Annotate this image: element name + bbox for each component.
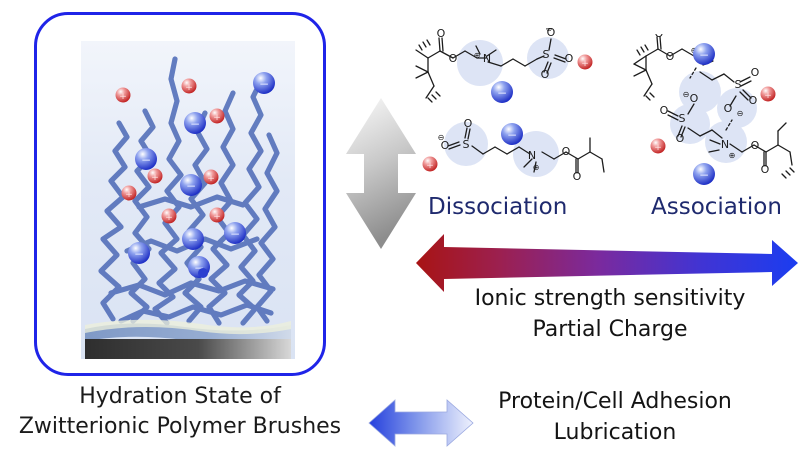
svg-text:⊕: ⊕ [533, 163, 540, 172]
svg-text:O: O [449, 52, 458, 65]
svg-text:O: O [666, 50, 675, 63]
application-line-2: Lubrication [553, 420, 677, 446]
svg-text:O: O [565, 52, 574, 65]
svg-text:−: − [186, 179, 196, 193]
horizontal-double-arrow-icon [367, 398, 475, 452]
svg-text:O: O [676, 132, 685, 145]
svg-text:O: O [441, 139, 450, 152]
property-line-1: Ionic strength sensitivity [474, 286, 746, 311]
svg-text:⊖: ⊖ [546, 28, 553, 33]
svg-text:O: O [541, 68, 550, 81]
svg-text:O: O [437, 28, 446, 40]
svg-text:N: N [528, 149, 536, 162]
svg-text:N: N [721, 138, 729, 151]
svg-text:+: + [654, 143, 662, 153]
svg-text:O: O [547, 28, 556, 39]
svg-text:O: O [690, 92, 699, 105]
svg-text:−: − [194, 261, 204, 275]
svg-text:⊕: ⊕ [729, 151, 736, 160]
vertical-double-arrow-icon [336, 96, 426, 255]
svg-text:S: S [679, 112, 686, 125]
ionic-strength-gradient-arrow-icon [414, 232, 800, 298]
svg-text:⊖: ⊖ [438, 133, 445, 142]
svg-text:+: + [426, 161, 434, 171]
molecule-dissociation-diagram: O O N S O O O ⊕ ⊖ − + [408, 24, 608, 197]
polymer-brush-svg: − − − − − − − − + + + + + + + + [81, 41, 295, 359]
svg-text:O: O [751, 66, 760, 79]
svg-text:+: + [125, 190, 133, 200]
svg-text:−: − [259, 77, 269, 91]
caption-line-2: Zwitterionic Polymer Brushes [18, 413, 342, 439]
anion-group: − − − − − − − − [128, 72, 275, 278]
caption-line-1: Hydration State of [79, 384, 281, 409]
application-line-1: Protein/Cell Adhesion [498, 389, 732, 414]
svg-text:⊖: ⊖ [737, 109, 744, 118]
svg-text:−: − [188, 233, 198, 247]
svg-text:+: + [165, 213, 173, 223]
polymer-brush-panel: − − − − − − − − + + + + + + + + [34, 12, 326, 376]
svg-text:O: O [464, 117, 473, 130]
svg-text:O: O [562, 145, 571, 158]
svg-text:O: O [751, 139, 760, 152]
polymer-brush-illustration: − − − − − − − − + + + + + + + + [81, 41, 295, 359]
svg-text:S: S [735, 78, 742, 91]
svg-text:O: O [660, 104, 669, 117]
svg-text:−: − [190, 117, 200, 131]
svg-text:+: + [151, 173, 159, 183]
svg-text:S: S [543, 48, 550, 61]
svg-text:+: + [207, 174, 215, 184]
property-line-2: Partial Charge [532, 317, 688, 343]
label-association: Association [651, 194, 782, 220]
application-text: Protein/Cell Adhesion Lubrication [440, 386, 790, 448]
svg-text:+: + [213, 113, 221, 123]
substrate-bar [85, 339, 291, 359]
svg-text:N: N [483, 52, 491, 65]
svg-text:+: + [119, 92, 127, 102]
svg-text:O: O [573, 170, 582, 183]
svg-text:−: − [230, 227, 240, 241]
water-layer [85, 319, 291, 344]
svg-text:S: S [463, 138, 470, 151]
svg-text:O: O [749, 94, 758, 107]
svg-text:−: − [507, 128, 517, 142]
svg-text:O: O [655, 34, 664, 40]
svg-text:O: O [724, 102, 733, 115]
svg-text:+: + [764, 91, 772, 101]
brush-panel-caption: Hydration State of Zwitterionic Polymer … [10, 382, 350, 441]
label-dissociation: Dissociation [428, 194, 568, 220]
svg-text:−: − [699, 48, 709, 62]
svg-text:+: + [185, 83, 193, 93]
svg-text:−: − [134, 247, 144, 261]
molecule-association-diagram: O O N S O O O S O O O N O O ⊕ ⊕ ⊖ ⊖ − − … [616, 27, 800, 198]
svg-text:⊕: ⊕ [474, 51, 481, 60]
svg-text:⊖: ⊖ [683, 90, 690, 99]
svg-text:+: + [581, 59, 589, 69]
svg-text:O: O [761, 163, 770, 176]
svg-text:−: − [497, 86, 507, 100]
ionic-property-text: Ionic strength sensitivity Partial Charg… [430, 283, 790, 345]
svg-text:−: − [141, 153, 151, 167]
svg-text:+: + [213, 212, 221, 222]
cation-group: + + + + + + + + [115, 78, 225, 224]
svg-text:−: − [699, 168, 709, 182]
